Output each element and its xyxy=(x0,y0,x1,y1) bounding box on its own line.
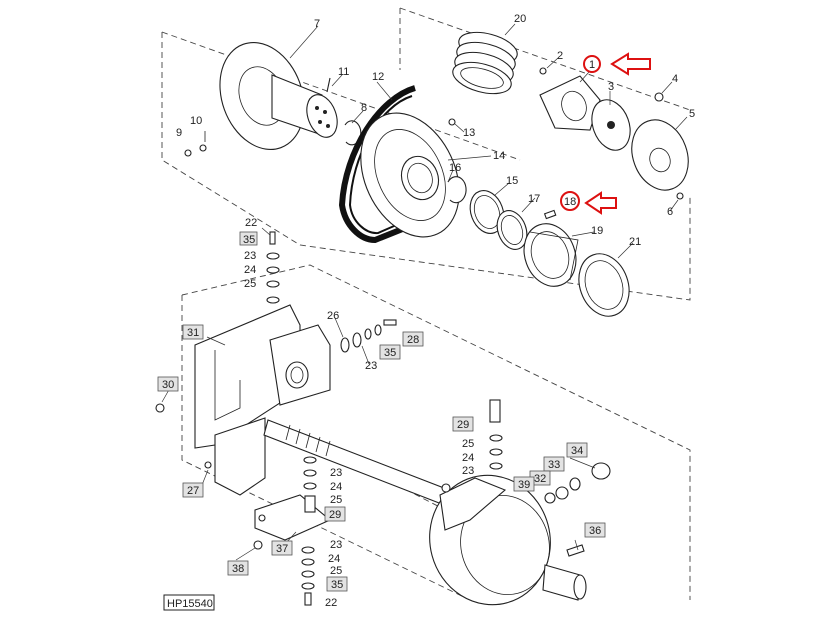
highlight-circle-part-18 xyxy=(560,191,580,211)
label-19: 19 xyxy=(591,225,603,237)
label-29-b: 29 xyxy=(329,509,341,521)
part-bearing-mount xyxy=(269,324,331,406)
label-8: 8 xyxy=(361,102,367,114)
part-13-bolt xyxy=(448,118,456,126)
part-15-ring xyxy=(469,190,505,234)
label-25-d: 25 xyxy=(330,565,342,577)
middle-hardware-stack xyxy=(301,456,317,606)
part-21-ring xyxy=(578,253,630,317)
part-4-fitting xyxy=(654,92,664,102)
label-20: 20 xyxy=(514,13,526,25)
part-37-bracket xyxy=(254,494,332,541)
output-shaft xyxy=(542,564,587,601)
label-31: 31 xyxy=(187,327,199,339)
label-38: 38 xyxy=(232,563,244,575)
label-2: 2 xyxy=(557,50,563,62)
label-11: 11 xyxy=(338,66,349,78)
label-7: 7 xyxy=(314,18,320,30)
gearbox-housing xyxy=(429,474,551,606)
part-1-housing xyxy=(539,75,601,131)
label-36: 36 xyxy=(589,525,601,537)
leader-lines xyxy=(161,23,688,561)
right-hardware-stack xyxy=(489,399,503,484)
part-18-key xyxy=(543,209,557,220)
label-23: 23 xyxy=(244,250,256,262)
plain-part-labels: 7 11 12 20 2 1 4 3 5 8 10 9 13 14 16 15 … xyxy=(176,13,695,609)
diagram-id-box: HP15540 xyxy=(163,594,215,611)
label-35-b: 35 xyxy=(384,347,396,359)
label-14: 14 xyxy=(493,150,505,162)
label-12: 12 xyxy=(372,71,384,83)
label-18: 18 xyxy=(564,196,576,208)
label-5: 5 xyxy=(689,108,695,120)
label-15: 15 xyxy=(506,175,518,187)
label-4: 4 xyxy=(672,73,678,85)
diagram-id: HP15540 xyxy=(167,598,213,610)
part-8-snap-ring xyxy=(344,120,362,146)
label-29: 29 xyxy=(457,419,469,431)
label-25-c: 25 xyxy=(462,438,474,450)
part-3-plate xyxy=(591,99,631,151)
part-27-plate xyxy=(204,417,266,496)
part-5-disc xyxy=(631,119,689,191)
label-37: 37 xyxy=(276,543,288,555)
label-17: 17 xyxy=(528,193,540,205)
label-23-d: 23 xyxy=(330,539,342,551)
label-22-b: 22 xyxy=(325,597,337,609)
label-1: 1 xyxy=(589,59,595,71)
label-28: 28 xyxy=(407,334,419,346)
label-3: 3 xyxy=(608,81,614,93)
part-12-belt xyxy=(338,85,422,244)
label-24: 24 xyxy=(244,264,256,276)
part-2-bolt xyxy=(539,67,547,75)
label-35: 35 xyxy=(243,234,255,246)
part-26-washer-stack xyxy=(340,319,397,353)
label-23-b: 23 xyxy=(365,360,377,372)
red-callouts xyxy=(560,52,651,215)
callout-arrow-part-18 xyxy=(584,191,617,215)
label-10: 10 xyxy=(190,115,202,127)
part-11-pin xyxy=(326,77,331,93)
left-hardware-stack xyxy=(266,231,280,304)
label-23-c: 23 xyxy=(330,467,342,479)
part-17-ring xyxy=(496,210,528,250)
part-6-bolt xyxy=(676,192,684,200)
part-9-bolts xyxy=(184,131,207,157)
label-9: 9 xyxy=(176,127,182,139)
label-30: 30 xyxy=(162,379,174,391)
label-21: 21 xyxy=(629,236,641,248)
label-27: 27 xyxy=(187,485,199,497)
label-26: 26 xyxy=(327,310,339,322)
label-6: 6 xyxy=(667,206,673,218)
part-16-ring xyxy=(447,176,467,204)
part-38-bolt xyxy=(253,540,263,550)
label-13: 13 xyxy=(463,127,475,139)
label-24-c: 24 xyxy=(462,452,474,464)
part-7-hub-disc xyxy=(219,41,338,151)
label-25: 25 xyxy=(244,278,256,290)
boxed-part-labels: 35 31 30 27 28 35 29 34 33 32 39 29 37 3… xyxy=(157,231,606,592)
label-39: 39 xyxy=(518,479,530,491)
label-34: 34 xyxy=(571,445,583,457)
label-23-e: 23 xyxy=(462,465,474,477)
label-25-b: 25 xyxy=(330,494,342,506)
part-36-key xyxy=(566,544,585,557)
highlight-circle-part-1 xyxy=(583,55,601,73)
part-19-cup xyxy=(523,223,579,287)
label-24-d: 24 xyxy=(328,553,340,565)
callout-arrow-part-1 xyxy=(610,52,651,76)
part-30-bolt xyxy=(155,403,165,413)
label-22: 22 xyxy=(245,217,257,229)
label-24-b: 24 xyxy=(330,481,342,493)
label-35-c: 35 xyxy=(331,579,343,591)
part-34-33-32-fittings xyxy=(544,462,611,504)
label-33: 33 xyxy=(548,459,560,471)
part-14-pulley xyxy=(360,112,460,238)
label-32: 32 xyxy=(534,473,546,485)
part-20-spring xyxy=(452,31,518,95)
label-16: 16 xyxy=(449,162,461,174)
